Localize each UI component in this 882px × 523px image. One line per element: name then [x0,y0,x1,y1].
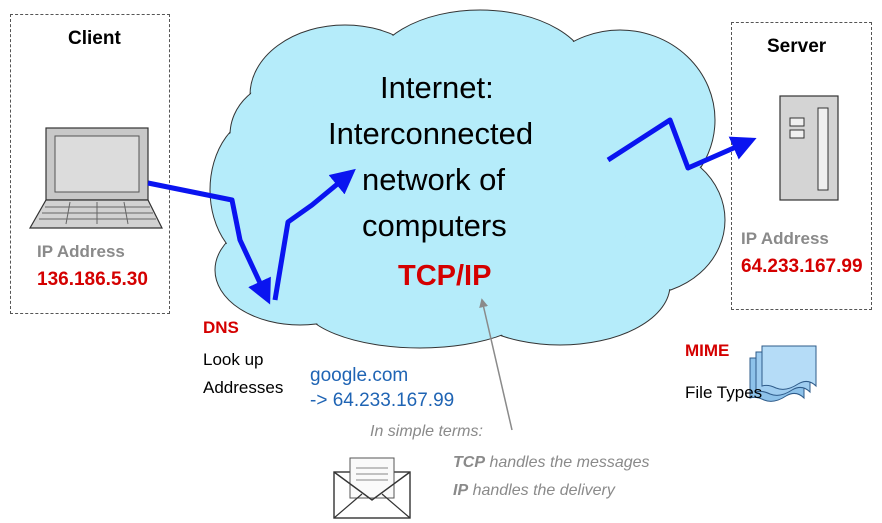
dns-example-line-2: -> 64.233.167.99 [310,390,455,411]
client-ip-label: IP Address [37,242,125,261]
server-icon [779,95,839,201]
tcpip-label: TCP/IP [398,260,492,292]
envelope-icon [333,457,411,519]
note-ip-line: IP handles the delivery [453,482,615,500]
internet-cloud [209,9,726,349]
client-ip-value: 136.186.5.30 [37,269,148,290]
note-intro: In simple terms: [370,423,483,440]
internet-line-1: Internet: [380,70,494,105]
server-box [731,22,872,310]
dns-example-line-1: google.com [310,365,409,386]
documents-icon [749,345,817,402]
internet-line-3: network of [362,162,506,197]
mime-title: MIME [685,341,730,360]
note-tcp-term: TCP [453,454,485,471]
note-ip-text: handles the delivery [468,482,615,499]
note-tcp-line: TCP handles the messages [453,454,650,472]
server-ip-value: 64.233.167.99 [741,256,863,277]
server-ip-label: IP Address [741,229,829,248]
mime-desc: File Types [685,383,763,402]
laptop-icon [28,127,163,229]
dns-desc-line-1: Look up [203,350,264,369]
client-to-dns-arrow [147,180,271,305]
internet-line-2: Interconnected [328,116,534,151]
note-ip-term: IP [453,482,469,499]
dns-to-internet-arrow [272,168,356,301]
internet-line-4: computers [362,208,507,243]
client-box [10,14,170,314]
note-tcp-text: handles the messages [485,454,650,471]
client-title: Client [68,28,121,49]
server-title: Server [767,36,827,57]
dns-title: DNS [203,318,239,337]
dns-desc-line-2: Addresses [203,378,284,397]
internet-to-server-arrow [606,117,757,171]
tcpip-pointer-arrow [479,298,513,431]
